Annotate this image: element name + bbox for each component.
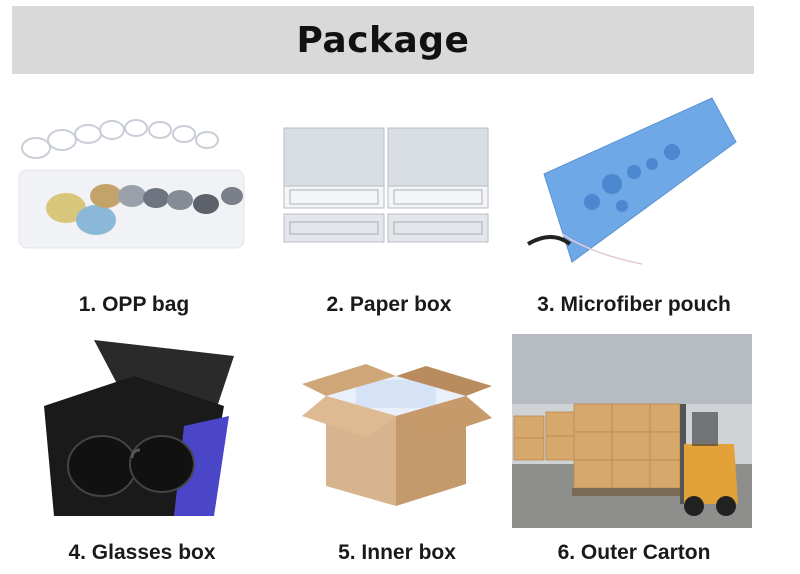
- header-banner: Package: [12, 6, 754, 74]
- caption-paper-box: 2. Paper box: [326, 293, 452, 316]
- inner-box-image: [296, 356, 496, 516]
- opp-bag-image: [14, 100, 254, 270]
- caption-microfiber-pouch: 3. Microfiber pouch: [537, 293, 731, 316]
- caption-outer-carton: 6. Outer Carton: [557, 541, 711, 564]
- caption-opp-bag: 1. OPP bag: [78, 293, 190, 316]
- paper-box-image: [276, 118, 496, 253]
- caption-glasses-box: 4. Glasses box: [68, 541, 216, 564]
- glasses-box-image: [24, 336, 254, 526]
- caption-inner-box: 5. Inner box: [338, 541, 456, 564]
- page-title: Package: [296, 19, 470, 61]
- outer-carton-image: [512, 334, 752, 528]
- microfiber-pouch-image: [522, 94, 742, 274]
